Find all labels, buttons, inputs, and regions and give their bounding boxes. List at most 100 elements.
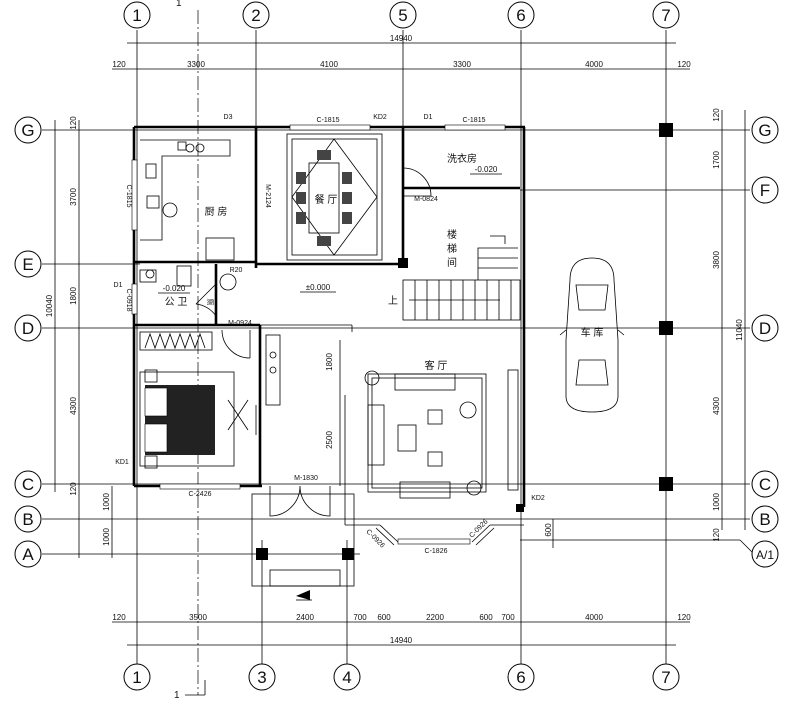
dining-area bbox=[286, 133, 383, 261]
corridor-fixtures bbox=[265, 334, 281, 406]
axis-left-a: A bbox=[22, 545, 34, 564]
axis-bottom-3: 3 bbox=[257, 668, 266, 687]
chair-icon bbox=[296, 172, 306, 184]
windows bbox=[131, 124, 506, 546]
axis-right-c: C bbox=[759, 475, 771, 494]
window-c0918 bbox=[131, 283, 138, 315]
dim-bottom-8: 700 bbox=[501, 613, 515, 622]
lamp-icon bbox=[466, 480, 482, 496]
tag-d1-left: D1 bbox=[114, 282, 123, 289]
dim-right-5: 1000 bbox=[712, 493, 721, 511]
tag-c0926-a: C-0926 bbox=[364, 528, 385, 549]
chair-icon bbox=[317, 150, 331, 160]
tag-c1815-b: C-1815 bbox=[463, 117, 486, 124]
room-label-garage: 车 库 bbox=[581, 326, 604, 339]
axis-bottom-1: 1 bbox=[132, 668, 141, 687]
axis-right-d: D bbox=[759, 319, 771, 338]
window-c1815-a bbox=[289, 124, 371, 131]
dim-bottom-6: 2200 bbox=[426, 613, 444, 622]
tag-m2124: M-2124 bbox=[264, 184, 271, 208]
axis-bubbles-bottom: 1 3 4 6 7 bbox=[123, 663, 680, 691]
dim-bottom-7: 600 bbox=[479, 613, 493, 622]
room-label-stair-2: 梯 bbox=[447, 242, 457, 255]
level-bath: -0.020 bbox=[163, 284, 186, 293]
bedroom-fixtures bbox=[139, 331, 257, 469]
dim-top-5: 4000 bbox=[585, 60, 603, 69]
level-laundry: -0.020 bbox=[475, 165, 498, 174]
nightstand-icon bbox=[144, 369, 158, 383]
level-main: ±0.000 bbox=[306, 283, 331, 292]
window-c1815-side bbox=[131, 159, 138, 231]
car-icon bbox=[565, 257, 619, 413]
sink-icon bbox=[146, 195, 160, 209]
rug-icon bbox=[139, 371, 235, 467]
tag-d1-top: D1 bbox=[424, 114, 433, 121]
sink-icon bbox=[177, 141, 187, 151]
dim-left-7: 1000 bbox=[102, 528, 111, 546]
dim-bottom-4: 700 bbox=[353, 613, 367, 622]
tag-kd2-bottom: KD2 bbox=[531, 495, 545, 502]
plant-icon bbox=[459, 401, 477, 419]
axis-bubbles-top: 1 2 5 6 7 bbox=[123, 1, 680, 29]
dim-right-4: 4300 bbox=[712, 397, 721, 415]
axis-bottom-7: 7 bbox=[661, 668, 670, 687]
dim-bottom-3: 2400 bbox=[296, 613, 314, 622]
toilet-icon bbox=[176, 265, 192, 287]
axis-bubbles-left: G E D C B A bbox=[14, 116, 42, 568]
axis-left-c: C bbox=[22, 475, 34, 494]
chair-icon bbox=[342, 172, 352, 184]
sofa-icon bbox=[394, 373, 456, 391]
dim-left-overall: 10040 bbox=[45, 294, 54, 317]
dim-top-3: 4100 bbox=[320, 60, 338, 69]
dim-top-6: 120 bbox=[677, 60, 691, 69]
tag-c1815-a: C-1815 bbox=[317, 117, 340, 124]
dim-bottom-9: 4000 bbox=[585, 613, 603, 622]
dim-left-5: 120 bbox=[69, 482, 78, 496]
tag-m0824: M-0824 bbox=[414, 196, 438, 203]
door-m1830 bbox=[269, 485, 331, 517]
axis-top-2: 2 bbox=[251, 6, 260, 25]
room-label-dining: 餐 厅 bbox=[315, 193, 338, 206]
tag-c1815-side: C-1815 bbox=[125, 185, 132, 208]
axis-left-b: B bbox=[22, 510, 33, 529]
room-label-stair-3: 间 bbox=[447, 256, 457, 269]
cabinet-icon bbox=[205, 237, 235, 261]
stove-icon bbox=[195, 143, 205, 153]
level-marks: ±0.000 -0.020 -0.020 bbox=[158, 165, 502, 294]
section-mark-top: 1 bbox=[176, 0, 182, 9]
axis-right-a1: A/1 bbox=[756, 548, 774, 562]
dim-bottom-overall: 14940 bbox=[390, 636, 413, 645]
shower-icon bbox=[145, 269, 155, 279]
chair-icon bbox=[296, 212, 306, 224]
dim-right-1: 120 bbox=[712, 108, 721, 122]
bath-fixtures bbox=[139, 265, 237, 291]
dim-top-1: 120 bbox=[112, 60, 126, 69]
dim-bottom-5: 600 bbox=[377, 613, 391, 622]
room-label-stair-1: 楼 bbox=[447, 228, 457, 241]
dim-right-3: 3800 bbox=[712, 251, 721, 269]
entrance-arrow-icon bbox=[296, 590, 312, 601]
dimensions-right: 120 1700 3800 4300 1000 120 11040 600 bbox=[544, 108, 746, 548]
tag-m1830: M-1830 bbox=[294, 475, 318, 482]
dim-top-overall: 14940 bbox=[390, 34, 413, 43]
axis-left-g: G bbox=[21, 121, 34, 140]
window-c2426 bbox=[159, 483, 241, 490]
room-label-bath: 公 卫 bbox=[165, 297, 188, 308]
tv-cabinet-icon bbox=[507, 369, 519, 491]
dim-top-2: 3300 bbox=[187, 60, 205, 69]
axis-right-b: B bbox=[759, 510, 770, 529]
axis-left-e: E bbox=[22, 255, 33, 274]
chair-icon bbox=[342, 212, 352, 224]
dim-right-7: 600 bbox=[544, 523, 553, 537]
window-c1815-b bbox=[444, 124, 506, 131]
chair-icon bbox=[296, 192, 306, 204]
axis-bubbles-right: G F D C B A/1 bbox=[751, 116, 779, 568]
section-mark-bottom: 1 bbox=[174, 690, 180, 701]
room-label-kitchen: 厨 房 bbox=[205, 205, 228, 218]
tag-kd2-top: KD2 bbox=[373, 114, 387, 121]
axis-bottom-6: 6 bbox=[516, 668, 525, 687]
dim-top-4: 3300 bbox=[453, 60, 471, 69]
axis-top-7: 7 bbox=[661, 6, 670, 25]
stair-up-label: 上 bbox=[388, 295, 398, 307]
